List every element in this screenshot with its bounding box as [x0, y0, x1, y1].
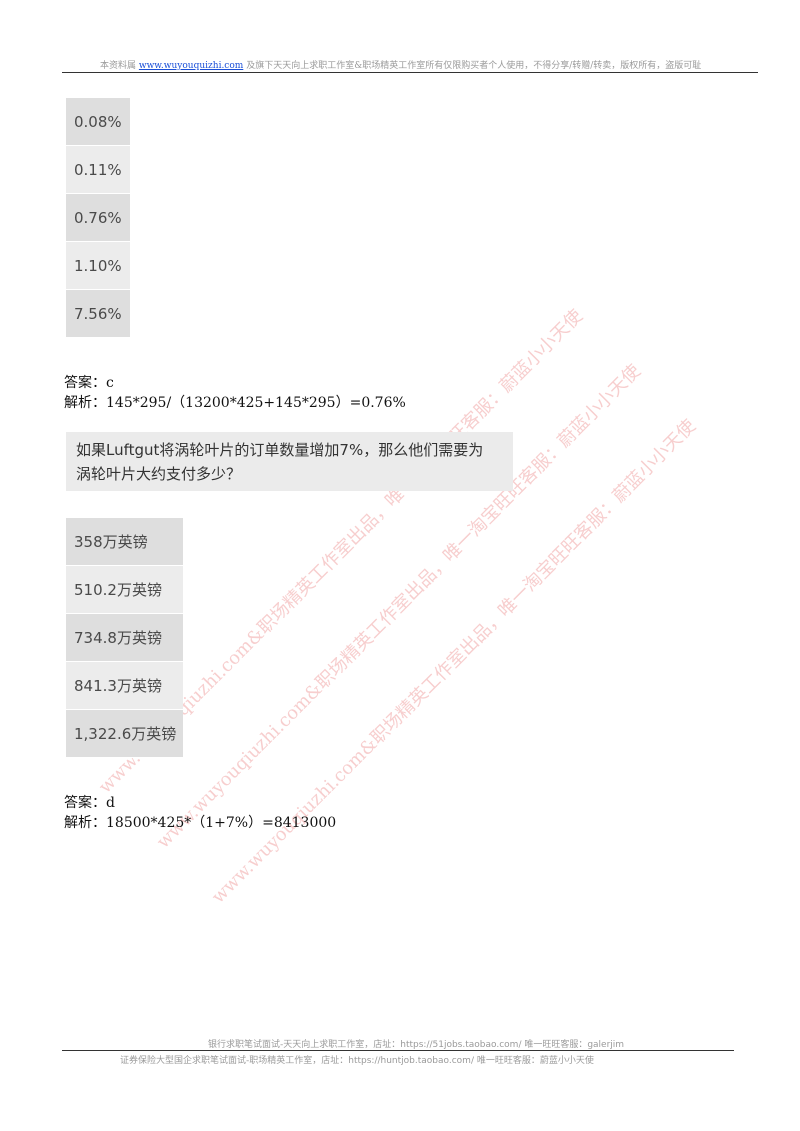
- q2-option-b[interactable]: 510.2万英镑: [66, 566, 183, 614]
- footer-line-1: 银行求职笔试面试-天天向上求职工作室，店址：https://51jobs.tao…: [208, 1040, 625, 1050]
- q1-answer: 答案：c: [64, 375, 114, 391]
- q2-option-list: 358万英镑 510.2万英镑 734.8万英镑 841.3万英镑 1,322.…: [66, 518, 183, 758]
- q2-question-line2: 涡轮叶片大约支付多少？: [76, 465, 242, 483]
- header-link[interactable]: www.wuyouquizhi.com: [138, 61, 244, 71]
- header-divider: [62, 72, 758, 73]
- footer-line-2: 证券保险大型国企求职笔试面试-职场精英工作室，店址：https://huntjo…: [120, 1056, 594, 1066]
- q2-analysis: 解析：18500*425*（1+7%）=8413000: [64, 815, 337, 831]
- footer-divider: [62, 1050, 734, 1051]
- header-suffix: 及旗下天天向上求职工作室&职场精英工作室所有仅限购买者个人使用，不得分享/转赠/…: [246, 61, 702, 71]
- header-prefix: 本资料属: [100, 61, 137, 71]
- q1-option-d[interactable]: 1.10%: [66, 242, 130, 290]
- q2-question-line1: 如果Luftgut将涡轮叶片的订单数量增加7%，那么他们需要为: [76, 441, 484, 459]
- q1-option-a[interactable]: 0.08%: [66, 98, 130, 146]
- q1-option-list: 0.08% 0.11% 0.76% 1.10% 7.56%: [66, 98, 130, 338]
- q2-question: 如果Luftgut将涡轮叶片的订单数量增加7%，那么他们需要为 涡轮叶片大约支付…: [66, 432, 513, 491]
- page-header: 本资料属 www.wuyouquizhi.com 及旗下天天向上求职工作室&职场…: [100, 58, 760, 71]
- q1-option-c[interactable]: 0.76%: [66, 194, 130, 242]
- q1-analysis: 解析：145*295/（13200*425+145*295）=0.76%: [64, 395, 406, 411]
- q1-option-b[interactable]: 0.11%: [66, 146, 130, 194]
- q1-option-e[interactable]: 7.56%: [66, 290, 130, 338]
- q2-answer: 答案：d: [64, 795, 115, 811]
- q2-option-d[interactable]: 841.3万英镑: [66, 662, 183, 710]
- q2-option-a[interactable]: 358万英镑: [66, 518, 183, 566]
- q2-option-e[interactable]: 1,322.6万英镑: [66, 710, 183, 758]
- q2-option-c[interactable]: 734.8万英镑: [66, 614, 183, 662]
